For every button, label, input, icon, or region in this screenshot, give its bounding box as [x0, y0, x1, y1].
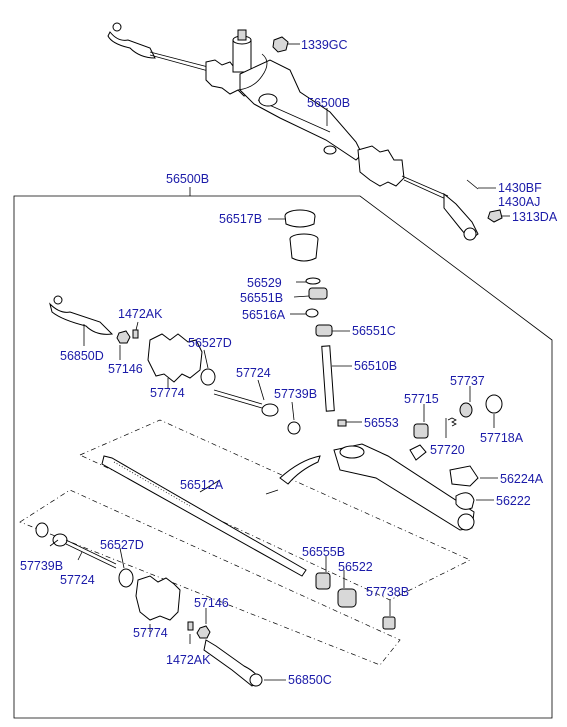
label-1430aj: 1430AJ [498, 195, 540, 209]
label-57739b-bot: 57739B [20, 559, 63, 573]
dashed-group-lower [19, 489, 401, 666]
label-57724-bot: 57724 [60, 573, 95, 587]
label-56500b-box: 56500B [166, 172, 209, 186]
valve-stack [268, 209, 362, 427]
label-57774-bot: 57774 [133, 626, 168, 640]
label-57737: 57737 [450, 374, 485, 388]
rack-bar [101, 455, 307, 577]
label-1472ak-bot: 1472AK [166, 653, 211, 667]
label-56527d-top: 56527D [188, 336, 232, 350]
dashed-group-upper [79, 419, 471, 601]
label-56516a: 56516A [242, 308, 286, 322]
lower-left-parts [35, 522, 396, 687]
label-56553: 56553 [364, 416, 399, 430]
label-57774-top: 57774 [150, 386, 185, 400]
label-57720: 57720 [430, 443, 465, 457]
top-assembly [107, 22, 510, 241]
label-56529: 56529 [247, 276, 282, 290]
label-56551c: 56551C [352, 324, 396, 338]
rack-housing [265, 386, 503, 531]
label-56850c: 56850C [288, 673, 332, 687]
label-57738b: 57738B [366, 585, 409, 599]
label-1339gc: 1339GC [301, 38, 348, 52]
label-56517b: 56517B [219, 212, 262, 226]
label-56850d: 56850D [60, 349, 104, 363]
label-57724-top: 57724 [236, 366, 271, 380]
label-1313da: 1313DA [512, 210, 558, 224]
label-56510b: 56510B [354, 359, 397, 373]
label-1472ak-top: 1472AK [118, 307, 163, 321]
label-56555b: 56555B [302, 545, 345, 559]
label-57718a: 57718A [480, 431, 524, 445]
label-56551b: 56551B [240, 291, 283, 305]
label-57715: 57715 [404, 392, 439, 406]
label-57739b-top: 57739B [274, 387, 317, 401]
label-56522: 56522 [338, 560, 373, 574]
upper-left-parts [49, 295, 301, 435]
label-56527d-bot: 56527D [100, 538, 144, 552]
assembly-boundary [13, 187, 553, 719]
label-56222: 56222 [496, 494, 531, 508]
label-56500b-top: 56500B [307, 96, 350, 110]
label-57146-bot: 57146 [194, 596, 229, 610]
label-56512a: 56512A [180, 478, 224, 492]
label-56224a: 56224A [500, 472, 544, 486]
label-1430bf: 1430BF [498, 181, 542, 195]
part-labels: 1339GC 56500B 56500B 1430BF 1430AJ 1313D… [20, 38, 558, 687]
label-57146-top: 57146 [108, 362, 143, 376]
